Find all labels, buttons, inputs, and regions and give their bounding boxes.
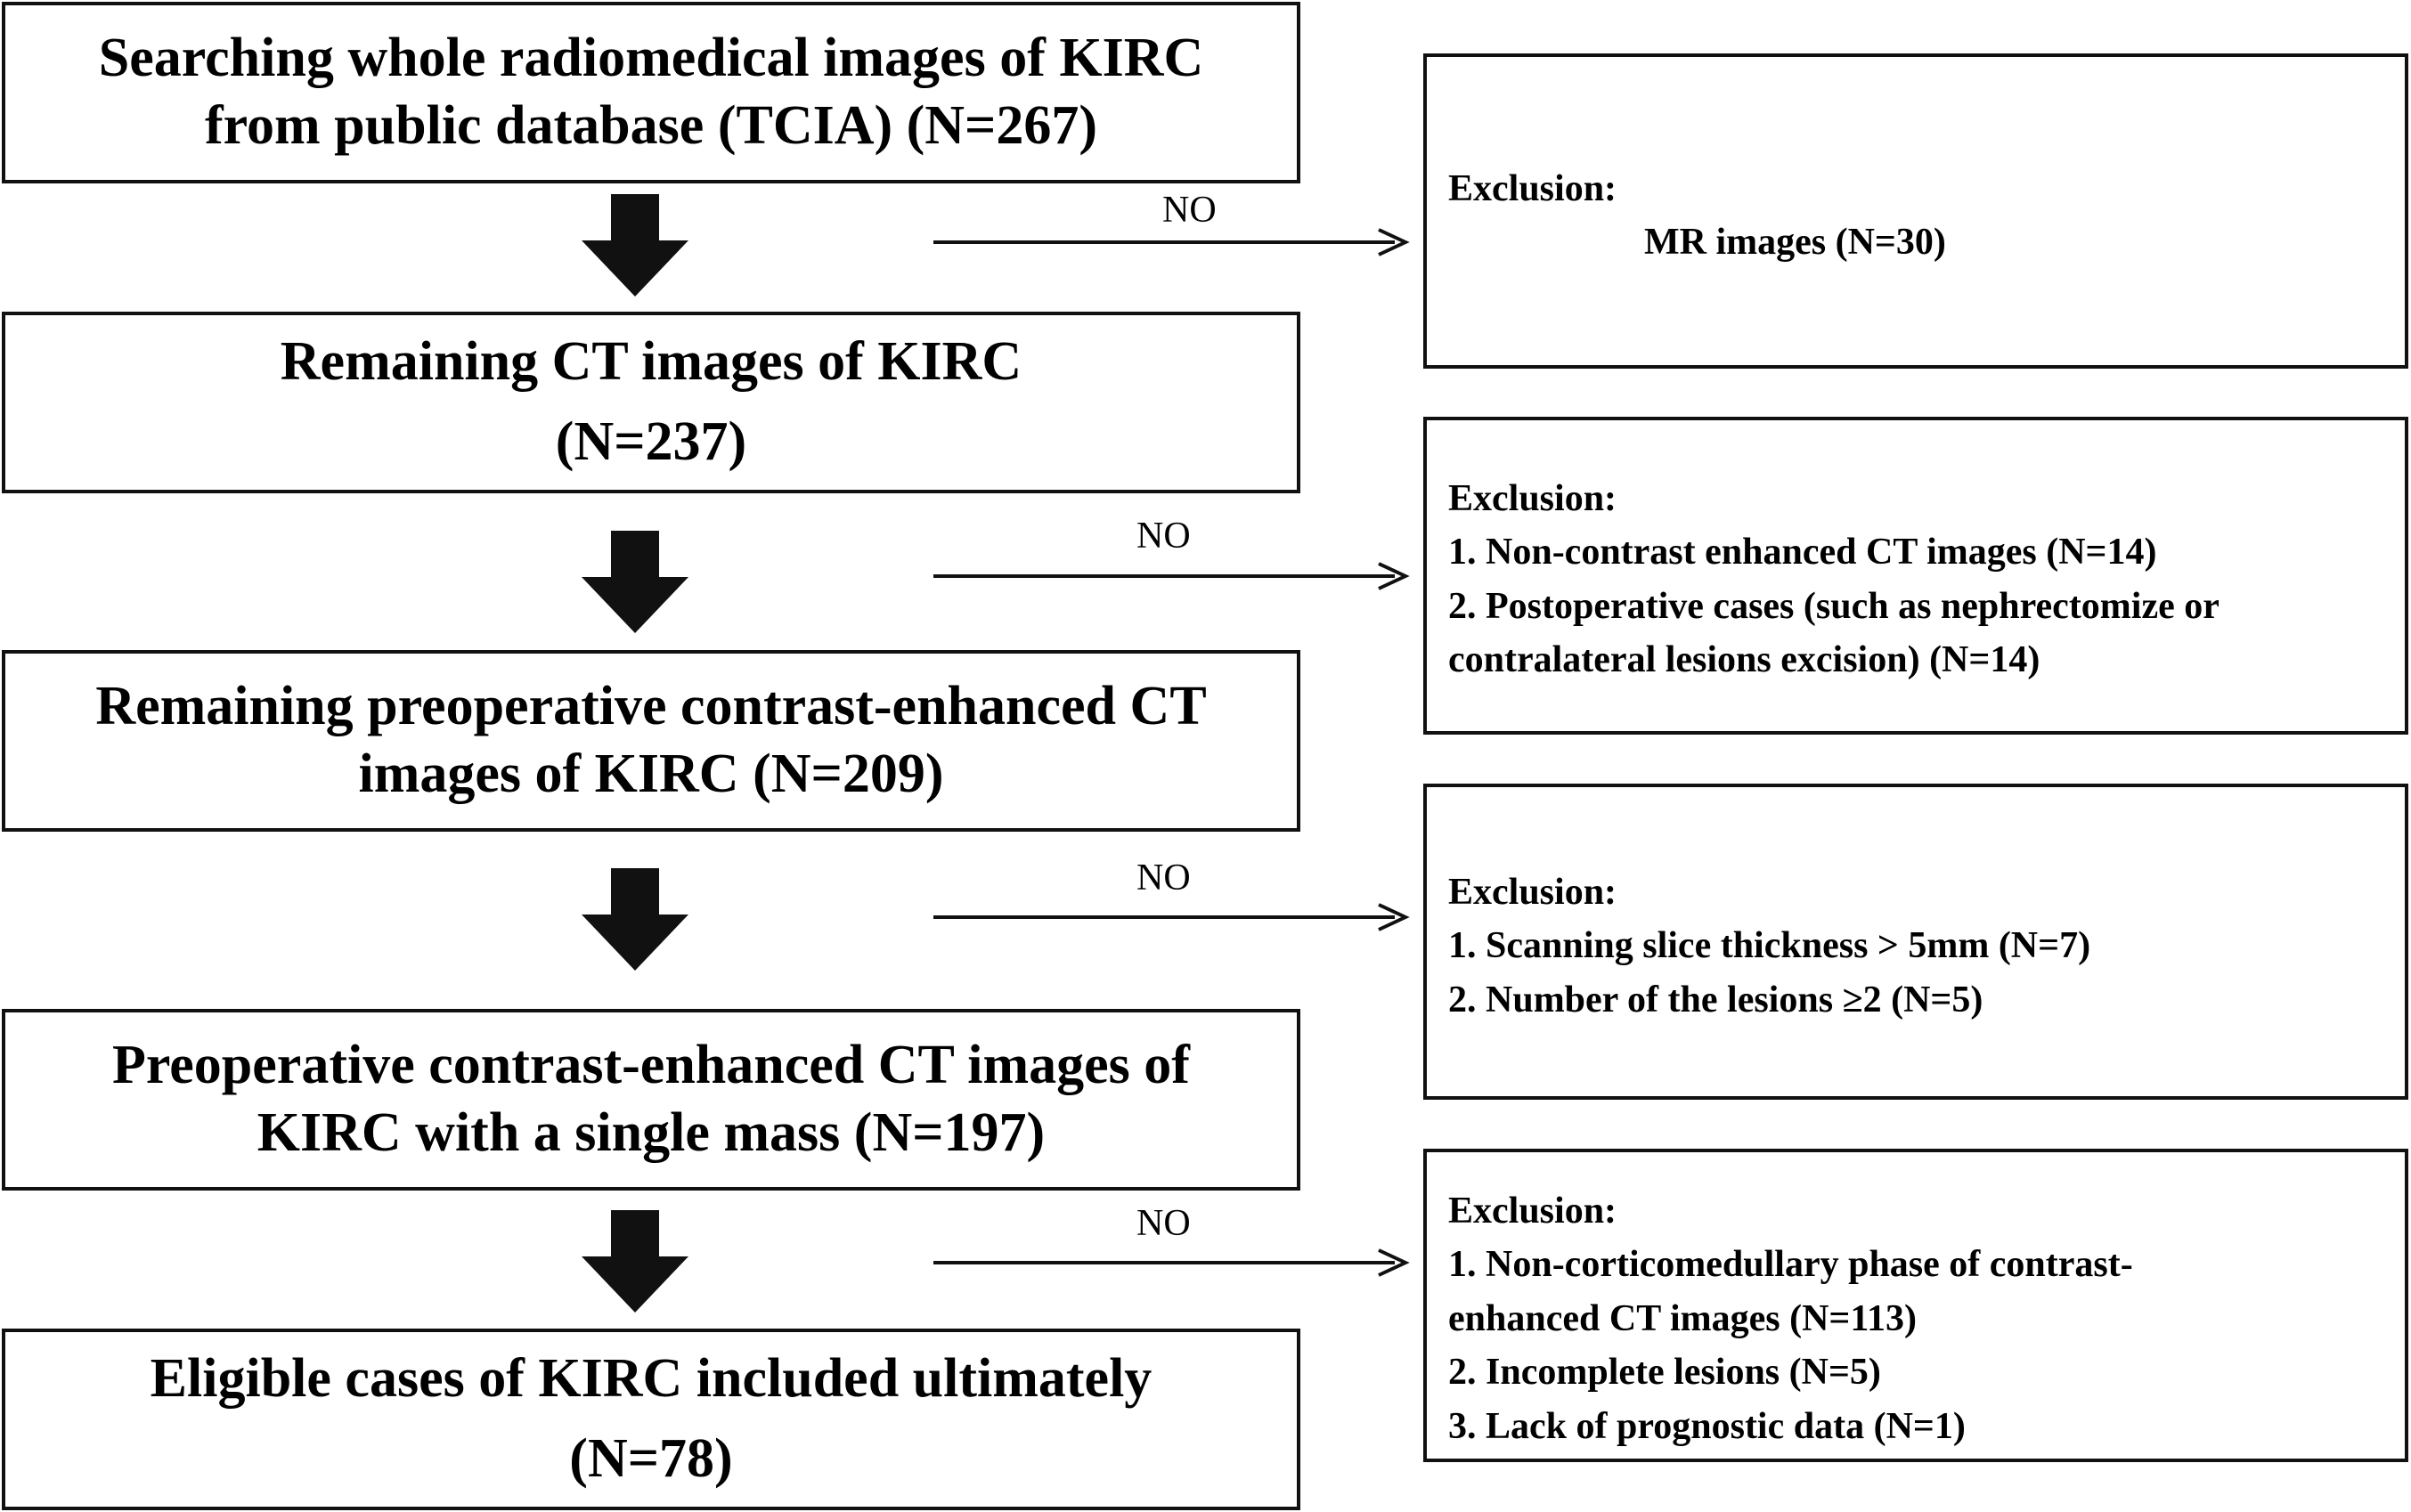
step-3-line-2: images of KIRC (N=209) — [358, 744, 944, 804]
exclusion-box-1: Exclusion: MR images (N=30) — [1423, 53, 2408, 369]
step-box-1: Searching whole radiomedical images of K… — [2, 2, 1300, 183]
no-label-2: NO — [1136, 516, 1191, 557]
step-1-line-1: Searching whole radiomedical images of K… — [98, 28, 1204, 89]
step-4-line-2: KIRC with a single mass (N=197) — [257, 1102, 1046, 1163]
step-2-line-1: Remaining CT images of KIRC — [280, 330, 1022, 392]
step-4-line-1: Preoperative contrast-enhanced CT images… — [112, 1035, 1190, 1096]
down-arrow-icon-3 — [582, 868, 688, 971]
no-label-1: NO — [1162, 190, 1217, 231]
exclusion-3-item-2: 2. Number of the lesions ≥2 (N=5) — [1448, 979, 1983, 1020]
exclusion-box-4: Exclusion: 1. Non-corticomedullary phase… — [1423, 1149, 2408, 1462]
exclusion-2-item-3: contralateral lesions excision) (N=14) — [1448, 639, 2040, 681]
exclusion-4-item-2: enhanced CT images (N=113) — [1448, 1297, 1918, 1339]
connector-arrow-3 — [933, 903, 1410, 931]
step-3-line-1: Remaining preoperative contrast-enhanced… — [95, 676, 1207, 737]
down-arrow-icon-2 — [582, 531, 688, 633]
step-box-2: Remaining CT images of KIRC (N=237) — [2, 312, 1300, 493]
no-label-3: NO — [1136, 858, 1191, 898]
down-arrow-icon-1 — [582, 194, 688, 297]
connector-arrow-1 — [933, 228, 1410, 256]
step-box-4: Preoperative contrast-enhanced CT images… — [2, 1009, 1300, 1191]
step-box-5: Eligible cases of KIRC included ultimate… — [2, 1329, 1300, 1510]
exclusion-1-item-1: MR images (N=30) — [1644, 222, 1946, 264]
step-2-line-2: (N=237) — [555, 411, 747, 473]
exclusion-box-3: Exclusion: 1. Scanning slice thickness >… — [1423, 784, 2408, 1100]
exclusion-4-item-4: 3. Lack of prognostic data (N=1) — [1448, 1405, 1966, 1447]
exclusion-2-item-2: 2. Postoperative cases (such as nephrect… — [1448, 585, 2220, 627]
step-5-line-2: (N=78) — [569, 1428, 733, 1490]
connector-arrow-2 — [933, 562, 1410, 590]
exclusion-4-title: Exclusion: — [1448, 1191, 1617, 1232]
exclusion-3-item-1: 1. Scanning slice thickness > 5mm (N=7) — [1448, 925, 2091, 967]
exclusion-box-2: Exclusion: 1. Non-contrast enhanced CT i… — [1423, 417, 2408, 735]
down-arrow-icon-4 — [582, 1210, 688, 1313]
step-5-line-1: Eligible cases of KIRC included ultimate… — [150, 1347, 1153, 1409]
step-box-3: Remaining preoperative contrast-enhanced… — [2, 650, 1300, 832]
step-1-line-2: from public database (TCIA) (N=267) — [204, 95, 1098, 156]
exclusion-3-title: Exclusion: — [1448, 872, 1617, 913]
exclusion-2-title: Exclusion: — [1448, 478, 1617, 519]
connector-arrow-4 — [933, 1248, 1410, 1277]
exclusion-4-item-3: 2. Incomplete lesions (N=5) — [1448, 1352, 1881, 1394]
exclusion-4-item-1: 1. Non-corticomedullary phase of contras… — [1448, 1244, 2133, 1286]
no-label-4: NO — [1136, 1203, 1191, 1244]
exclusion-2-item-1: 1. Non-contrast enhanced CT images (N=14… — [1448, 532, 2157, 573]
exclusion-1-title: Exclusion: — [1448, 168, 1617, 209]
